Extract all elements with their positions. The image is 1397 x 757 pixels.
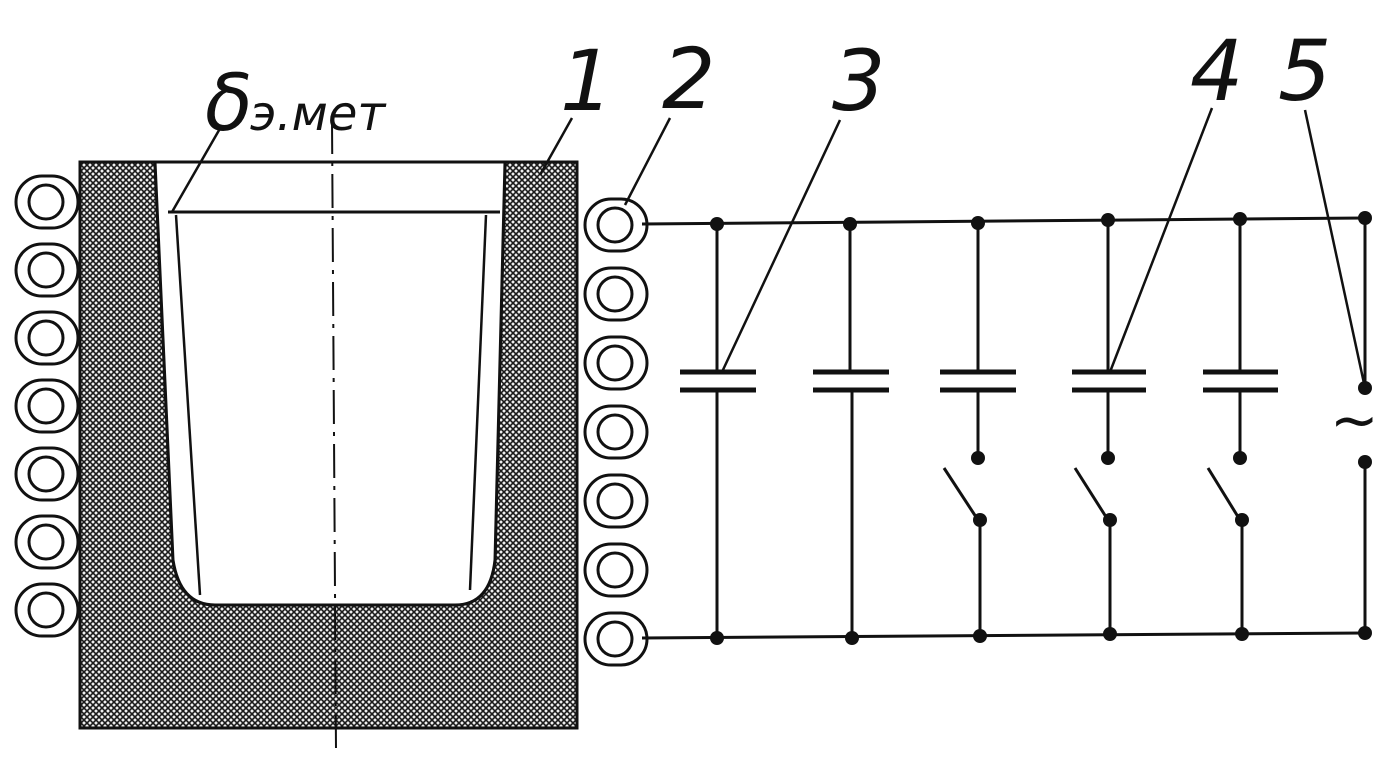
leader-delta xyxy=(170,124,224,213)
label-4-switched-capacitor: 4 xyxy=(1190,22,1243,120)
inductor-coil-right xyxy=(583,197,649,667)
circuit xyxy=(641,216,1367,640)
switch-2 xyxy=(1073,467,1110,521)
coil-turn xyxy=(14,174,80,230)
capacitor-fixed-2 xyxy=(813,224,889,638)
capacitor-switched-3 xyxy=(1203,219,1278,634)
capacitor-switched-2 xyxy=(1072,220,1146,634)
coil-turn xyxy=(14,446,80,502)
coil-turn xyxy=(583,197,649,253)
capacitor-switched-1 xyxy=(940,224,1016,636)
skin-depth-subscript: э.мет xyxy=(250,86,387,142)
switch-1 xyxy=(942,467,980,521)
capacitor-fixed-1 xyxy=(680,224,756,638)
coil-turn xyxy=(14,378,80,434)
ac-source-symbol: ~ xyxy=(1330,386,1379,454)
skin-layer-left xyxy=(174,214,202,596)
coil-turn xyxy=(14,514,80,570)
leader-5 xyxy=(1303,109,1367,389)
leader-3 xyxy=(720,119,842,373)
label-5-power-source: 5 xyxy=(1278,22,1331,120)
label-3-capacitor: 3 xyxy=(832,32,885,130)
skin-depth-symbol: δ xyxy=(205,59,253,149)
coil-turn xyxy=(583,335,649,391)
coil-turn xyxy=(583,266,649,322)
coil-turn xyxy=(14,582,80,638)
label-1-crucible: 1 xyxy=(560,32,613,130)
leader-2 xyxy=(623,117,672,206)
junction-dots xyxy=(710,211,1372,645)
leader-lines xyxy=(170,107,1367,389)
leader-1 xyxy=(538,117,574,176)
center-axis xyxy=(331,119,337,751)
coil-turn xyxy=(14,310,80,366)
switch-3 xyxy=(1206,467,1242,521)
coil-turn xyxy=(583,473,649,529)
coil-turn xyxy=(14,242,80,298)
coil-turn xyxy=(583,404,649,460)
crucible xyxy=(78,119,579,751)
melt-cavity xyxy=(153,160,507,607)
top-bus xyxy=(641,216,1366,226)
coil-turn xyxy=(583,542,649,598)
coil-turn xyxy=(583,611,649,667)
label-2-inductor: 2 xyxy=(662,30,715,128)
skin-layer-right xyxy=(468,214,488,591)
bottom-bus xyxy=(641,631,1366,640)
inductor-coil-left xyxy=(14,174,80,638)
leader-4 xyxy=(1108,107,1214,373)
